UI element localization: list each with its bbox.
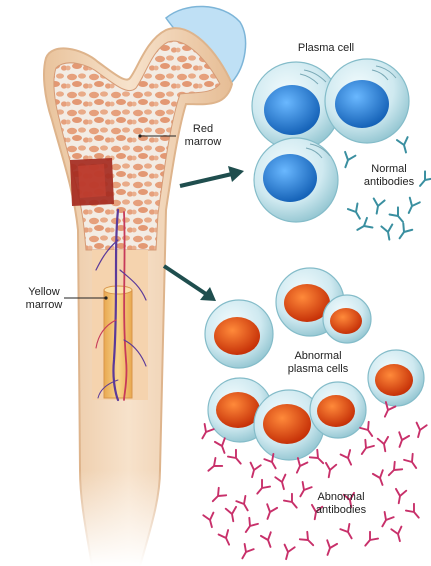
abnormal-plasma-cells-label: Abnormal plasma cells xyxy=(280,350,356,376)
antibody-icon xyxy=(238,544,254,561)
antibody-icon xyxy=(381,225,394,241)
antibody-icon xyxy=(406,504,423,521)
antibody-icon xyxy=(378,437,391,452)
normal-antibodies-label-line1: Normal xyxy=(356,163,422,176)
abnormal-plasma-cell xyxy=(205,300,273,368)
normal-antibodies-label: Normal antibodies xyxy=(356,163,422,189)
red-marrow-label-line1: Red xyxy=(176,123,230,136)
abnormal-antibodies-label-line2: antibodies xyxy=(306,504,376,517)
antibody-icon xyxy=(284,494,301,511)
antibody-icon xyxy=(404,454,420,471)
yellow-marrow-cylinder xyxy=(104,290,132,398)
antibody-icon xyxy=(324,463,337,478)
yellow-marrow-label: Yellow marrow xyxy=(18,286,70,312)
abnormal-plasma-cells-label-line2: plasma cells xyxy=(280,363,356,376)
normal-antibodies xyxy=(340,137,431,241)
antibody-icon xyxy=(390,207,408,225)
abnormal-plasma-cell xyxy=(323,295,371,343)
antibody-icon xyxy=(385,462,402,479)
antibody-icon xyxy=(203,513,217,529)
antibody-icon xyxy=(292,458,307,475)
antibody-icon xyxy=(340,524,356,541)
antibody-icon xyxy=(371,199,384,215)
antibody-icon xyxy=(226,507,239,522)
arrow-to-normal-cells xyxy=(180,166,244,186)
antibody-icon xyxy=(281,545,295,561)
antibody-icon xyxy=(228,450,245,467)
abnormal-antibodies-label-line1: Abnormal xyxy=(306,491,376,504)
antibody-icon xyxy=(340,152,355,169)
antibody-icon xyxy=(373,470,388,486)
abnormal-plasma-cells-label-line1: Abnormal xyxy=(280,350,356,363)
red-marrow-label-line2: marrow xyxy=(176,136,230,149)
antibody-icon xyxy=(275,475,289,491)
antibody-icon xyxy=(247,463,261,479)
abnormal-plasma-cell xyxy=(368,350,424,406)
antibody-icon xyxy=(413,423,427,439)
antibody-icon xyxy=(395,432,410,448)
antibody-icon xyxy=(404,198,420,216)
antibody-icon xyxy=(397,137,411,154)
antibody-icon xyxy=(215,438,230,454)
antibody-icon xyxy=(263,504,278,520)
antibody-icon xyxy=(355,218,373,235)
normal-plasma-cell xyxy=(254,138,338,222)
antibody-icon xyxy=(391,527,405,543)
plasma-cell-label: Plasma cell xyxy=(286,42,366,55)
antibody-icon xyxy=(219,530,234,547)
yellow-marrow-label-line2: marrow xyxy=(18,299,70,312)
antibody-icon xyxy=(241,518,257,535)
abnormal-plasma-cell xyxy=(310,382,366,438)
antibody-icon xyxy=(341,450,356,467)
antibody-icon xyxy=(310,450,327,467)
antibody-icon xyxy=(357,440,373,457)
femur-bone xyxy=(44,6,246,566)
antibody-icon xyxy=(198,424,214,441)
normal-antibodies-label-line2: antibodies xyxy=(356,176,422,189)
antibody-icon xyxy=(236,496,252,513)
antibody-icon xyxy=(205,458,222,475)
normal-plasma-cells xyxy=(252,59,409,222)
antibody-icon xyxy=(209,488,226,505)
antibody-icon xyxy=(348,204,365,222)
red-marrow-label: Red marrow xyxy=(176,123,230,149)
normal-plasma-cell xyxy=(325,59,409,143)
antibody-icon xyxy=(378,512,394,529)
antibody-icon xyxy=(394,489,407,504)
abnormal-antibodies-label: Abnormal antibodies xyxy=(306,491,376,517)
antibody-icon xyxy=(261,532,276,548)
antibody-icon xyxy=(300,532,317,549)
antibody-icon xyxy=(253,480,270,497)
yellow-marrow-label-line1: Yellow xyxy=(18,286,70,299)
antibody-icon xyxy=(323,540,338,556)
antibody-icon xyxy=(395,223,412,241)
antibody-icon xyxy=(361,532,378,549)
arrow-to-abnormal-cells xyxy=(164,266,216,301)
